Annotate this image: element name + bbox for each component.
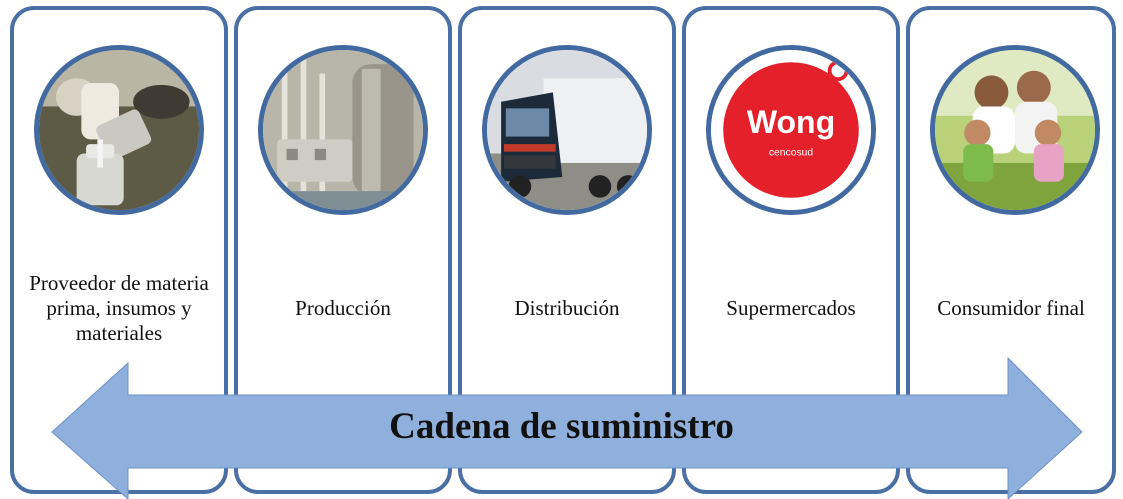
stage-label-supermarkets: Supermercados (726, 295, 856, 320)
stage-label-distribution: Distribución (514, 295, 620, 320)
supply-chain-arrow-label: Cadena de suministro (389, 406, 734, 447)
stage-label-consumer: Consumidor final (937, 295, 1085, 320)
stage-label-production: Producción (295, 295, 391, 320)
milk-processing-plant-photo (258, 45, 428, 215)
family-photo (930, 45, 1100, 215)
wong-logo-text: Wong (747, 104, 835, 140)
stage-label-supplier: Proveedor de materia prima, insumos y ma… (29, 270, 209, 345)
cencosud-logo-text: cencosud (769, 147, 814, 158)
dairy-farmer-pouring-milk-photo (34, 45, 204, 215)
wong-supermarket-logo: Wong cencosud (706, 45, 876, 215)
